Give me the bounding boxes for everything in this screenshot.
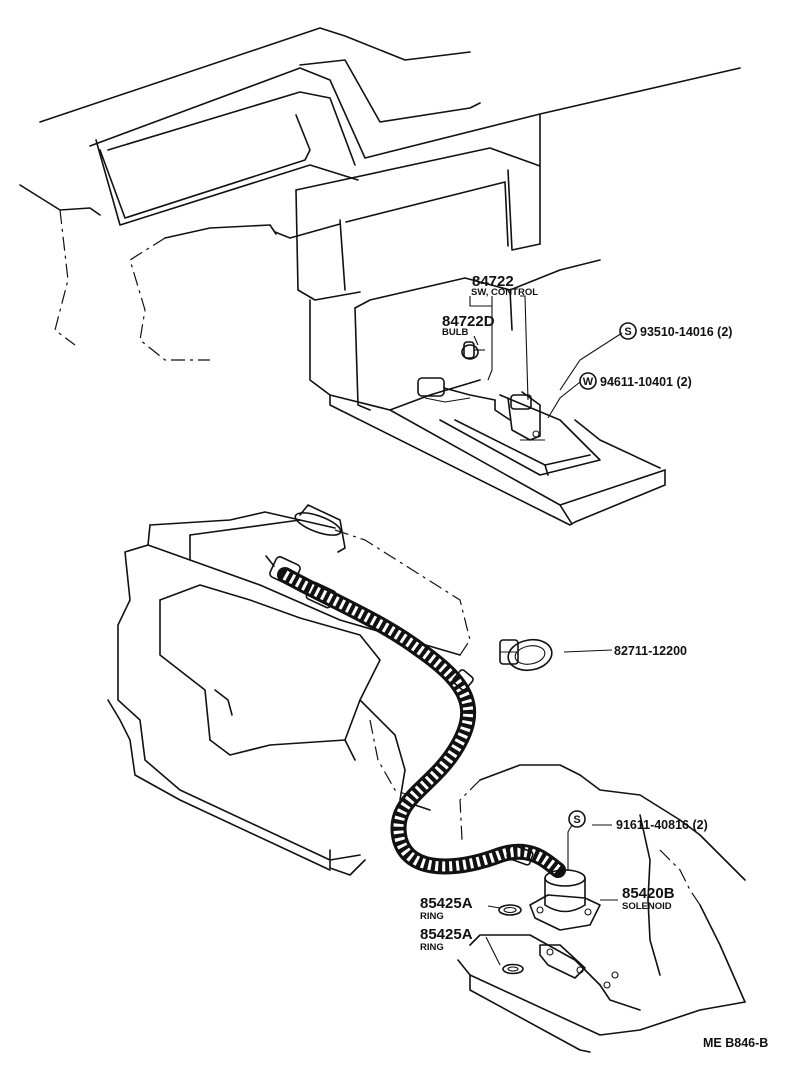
drawing-code: ME B846-B <box>703 1036 768 1050</box>
solenoid-number: 85420B <box>622 885 675 902</box>
screw-symbol: S <box>624 326 631 338</box>
clamp-number: 82711-12200 <box>614 644 687 658</box>
bolt-number: 91611-40816 (2) <box>616 818 708 832</box>
bolt-symbol: S <box>573 814 580 826</box>
ring2-name: RING <box>420 942 444 953</box>
leader-lines <box>469 295 623 966</box>
cable-clamp <box>499 638 553 672</box>
o-rings <box>498 904 524 975</box>
bulb-number: 84722D <box>442 313 495 330</box>
engine-block <box>107 504 471 876</box>
screw-symbol-circle <box>619 322 637 340</box>
bulb-name: BULB <box>442 327 469 338</box>
solenoid <box>529 869 601 931</box>
sw-control-name: SW, CONTROL <box>471 287 538 298</box>
instrument-panel <box>19 27 741 361</box>
console-connector <box>417 377 496 403</box>
bulb <box>461 341 485 360</box>
solenoid-name: SOLENOID <box>622 901 672 912</box>
washer-symbol: W <box>583 376 594 388</box>
bolt-symbol-circle <box>568 810 586 828</box>
ring1-name: RING <box>420 911 444 922</box>
console-box <box>309 259 666 526</box>
transmission-housing <box>359 699 746 1053</box>
sw-control-number: 84722 <box>472 273 514 290</box>
ring1-number: 85425A <box>420 895 473 912</box>
screw-number: 93510-14016 (2) <box>640 325 732 339</box>
washer-number: 94611-10401 (2) <box>600 375 692 389</box>
washer-symbol-circle <box>579 372 597 390</box>
control-cable <box>265 555 566 878</box>
control-switch-assembly <box>494 391 545 441</box>
ring2-number: 85425A <box>420 926 473 943</box>
